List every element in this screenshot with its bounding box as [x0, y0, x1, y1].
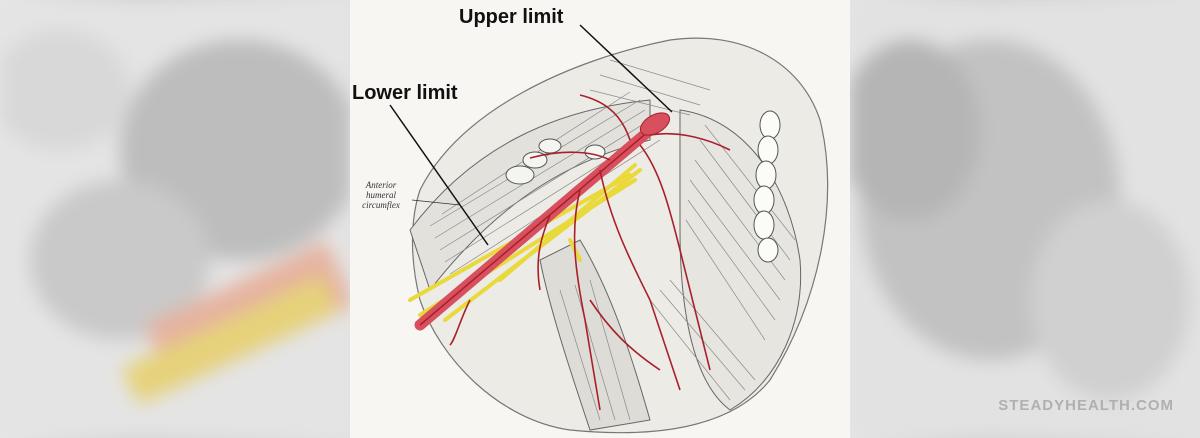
- upper-limit-pointer: [579, 24, 673, 113]
- blurred-background-right: STEADYHEALTH.COM: [850, 0, 1200, 438]
- anatomy-illustration: Upper limit Lower limit Anterior humeral…: [350, 0, 850, 438]
- latissimus-muscle: [539, 239, 651, 431]
- axillary-artery-drawing: [389, 24, 829, 434]
- subclavian-artery-stump: [639, 112, 671, 136]
- upper-limit-label: Upper limit: [459, 6, 564, 28]
- lower-limit-label: Lower limit: [352, 82, 458, 104]
- caption-line-3: circumflex: [362, 200, 400, 210]
- blurred-background-left: [0, 0, 350, 438]
- costal-cartilages: [753, 110, 781, 263]
- caption-line-1: Anterior: [365, 180, 397, 190]
- anterior-humeral-circumflex-caption: Anterior humeral circumflex: [350, 180, 412, 210]
- lower-limit-pointer: [389, 104, 489, 246]
- humeral-circumflex-pointer: [411, 199, 461, 206]
- caption-line-2: humeral: [366, 190, 396, 200]
- axillary-artery-outline: [419, 129, 651, 326]
- watermark-text: STEADYHEALTH.COM: [998, 397, 1174, 414]
- arterial-branches: [449, 94, 731, 411]
